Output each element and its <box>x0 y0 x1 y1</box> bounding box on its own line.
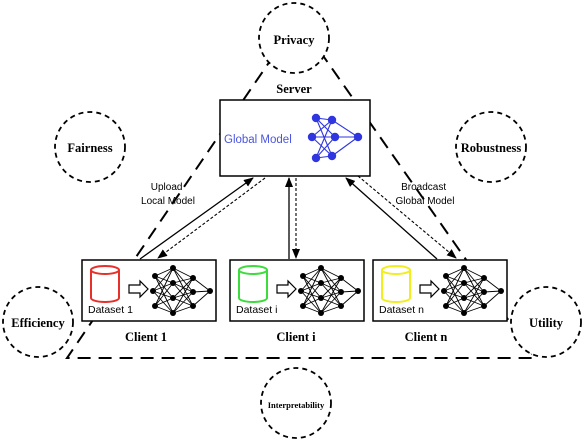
network-node <box>338 289 344 295</box>
network-node <box>207 288 213 294</box>
property-robustness: Robustness <box>455 111 527 183</box>
neural-network-icon <box>441 265 504 316</box>
client-label: Client 1 <box>125 330 167 344</box>
network-node <box>355 288 361 294</box>
dataset-label: Dataset n <box>379 304 424 316</box>
broadcast-label: Broadcast Global Model <box>396 182 455 207</box>
network-node <box>327 115 337 125</box>
network-node <box>441 288 447 294</box>
network-node <box>443 303 449 309</box>
network-node <box>330 132 340 142</box>
arrow-right-icon <box>276 279 297 299</box>
property-interpretability: Interpretability <box>260 367 332 439</box>
broadcast-arrow-client-n <box>357 175 457 259</box>
network-node <box>318 310 324 316</box>
network-node <box>311 153 321 163</box>
network-node <box>152 303 158 309</box>
neural-network-icon <box>150 265 213 316</box>
broadcast-label-line-1: Broadcast <box>401 182 446 193</box>
arrow-right-icon <box>419 279 440 299</box>
database-icon <box>238 265 268 303</box>
upload-arrow-client-n <box>345 177 438 260</box>
network-node <box>190 289 196 295</box>
neural-network-icon <box>298 265 361 316</box>
network-node <box>190 303 196 309</box>
client-1: Dataset 1 Client 1 <box>81 259 217 344</box>
server-label: Server <box>276 82 312 96</box>
network-node <box>307 132 317 142</box>
upload-arrow-client-1 <box>139 177 254 260</box>
network-node <box>461 280 467 286</box>
network-node <box>461 295 467 301</box>
network-node <box>318 295 324 301</box>
network-node <box>498 288 504 294</box>
dataset-label: Dataset 1 <box>88 304 133 316</box>
network-node <box>300 273 306 279</box>
property-fairness: Fairness <box>54 111 126 183</box>
network-node <box>298 288 304 294</box>
broadcast-label-line-2: Global Model <box>396 196 455 207</box>
interpretability-label: Interpretability <box>268 400 325 410</box>
network-node <box>461 265 467 271</box>
global-model-label: Global Model <box>224 134 292 146</box>
upload-label: Upload Local Model <box>141 182 195 207</box>
upload-label-line-2: Local Model <box>141 196 195 207</box>
client-i: Dataset i Client i <box>229 259 365 344</box>
client-label: Client i <box>276 330 316 344</box>
network-node <box>152 273 158 279</box>
network-node <box>170 280 176 286</box>
network-node <box>190 275 196 281</box>
network-node <box>461 310 467 316</box>
network-node <box>327 151 337 161</box>
fairness-label: Fairness <box>67 141 112 155</box>
trustworthiness-triangle <box>65 18 537 359</box>
property-privacy: Privacy <box>258 2 330 74</box>
network-node <box>318 280 324 286</box>
network-node <box>170 295 176 301</box>
network-node <box>150 288 156 294</box>
arrow-right-icon <box>128 279 149 299</box>
network-node <box>338 275 344 281</box>
client-label: Client n <box>405 330 448 344</box>
robustness-label: Robustness <box>461 141 522 155</box>
dataset-label: Dataset i <box>236 304 277 316</box>
global-model-network-icon <box>307 113 363 163</box>
utility-label: Utility <box>529 316 564 330</box>
server-box <box>219 99 371 177</box>
network-node <box>170 310 176 316</box>
efficiency-label: Efficiency <box>11 316 65 330</box>
network-node <box>481 303 487 309</box>
property-efficiency: Efficiency <box>2 286 74 358</box>
database-icon <box>90 265 120 303</box>
network-node <box>170 265 176 271</box>
network-node <box>481 275 487 281</box>
network-node <box>443 273 449 279</box>
network-node <box>353 132 363 142</box>
upload-label-line-1: Upload <box>151 182 183 193</box>
network-node <box>338 303 344 309</box>
database-icon <box>381 265 411 303</box>
network-node <box>481 289 487 295</box>
privacy-label: Privacy <box>274 33 316 47</box>
broadcast-arrow-client-1 <box>157 177 266 259</box>
network-node <box>318 265 324 271</box>
network-node <box>311 113 321 123</box>
client-n: Dataset n Client n <box>372 259 508 344</box>
network-node <box>300 303 306 309</box>
property-utility: Utility <box>510 286 582 358</box>
